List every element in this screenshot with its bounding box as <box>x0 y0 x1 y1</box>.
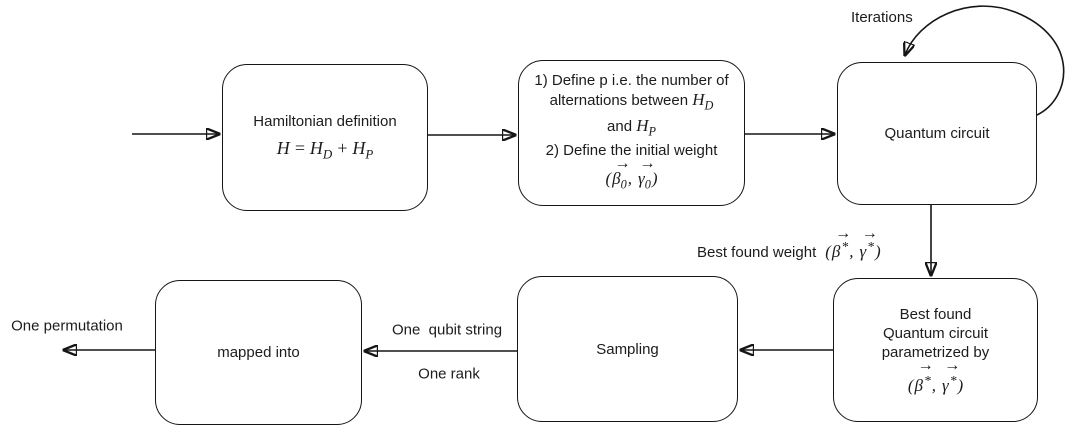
vector-arrow-icon: → <box>944 357 961 375</box>
vector-arrow-icon: → <box>834 225 852 243</box>
node-quantum-circuit: Quantum circuit <box>837 62 1037 205</box>
vector-beta-star: →β* <box>832 225 851 262</box>
best-found-line-2: Quantum circuit <box>882 324 989 342</box>
define-line-3: and HP <box>607 115 656 139</box>
define-line-1: 1) Define p i.e. the number of <box>534 72 729 90</box>
vector-gamma-star: →γ* <box>942 357 961 396</box>
hamiltonian-formula: H=HD+HP <box>276 137 374 162</box>
best-found-line-3: parametrized by <box>881 343 990 361</box>
best-weight-formula: (→β*,→γ*) <box>907 357 964 396</box>
node-hamiltonian-definition: Hamiltonian definition H=HD+HP <box>222 64 428 211</box>
best-found-weight-label: Best found weight (→β*,→γ*) <box>697 225 881 262</box>
vector-arrow-icon: → <box>614 155 631 173</box>
initial-weight-formula: (→β0,→γ0) <box>605 155 657 194</box>
node-title: mapped into <box>217 344 300 361</box>
vector-beta0: →β0 <box>612 155 631 192</box>
vector-gamma0: →γ0 <box>638 155 656 192</box>
vector-arrow-icon: → <box>639 155 656 173</box>
best-weight-inline-formula: (→β*,→γ*) <box>825 225 881 262</box>
vector-arrow-icon: → <box>917 357 934 375</box>
node-title: Hamiltonian definition <box>253 112 397 130</box>
vector-beta-star: →β* <box>914 357 933 395</box>
vector-arrow-icon: → <box>861 225 878 243</box>
iterations-label: Iterations <box>851 9 913 26</box>
one-permutation-label: One permutation <box>11 317 123 335</box>
define-line-2: alternations between HD <box>549 90 714 113</box>
one-rank-label: One rank <box>418 365 480 383</box>
node-best-found-circuit: Best found Quantum circuit parametrized … <box>833 278 1038 422</box>
node-mapped-into: mapped into <box>155 280 362 425</box>
node-title: Quantum circuit <box>884 125 990 142</box>
one-qubit-string-label: One qubit string <box>391 321 503 339</box>
node-title: Sampling <box>596 340 659 358</box>
arrow-iterations-loop <box>905 5 1065 116</box>
node-define-parameters: 1) Define p i.e. the number of alternati… <box>518 60 745 206</box>
node-sampling: Sampling <box>517 276 738 422</box>
define-line-4: 2) Define the initial weight <box>545 142 718 160</box>
vector-gamma-star: →γ* <box>859 225 878 262</box>
best-found-line-1: Best found <box>899 305 972 323</box>
